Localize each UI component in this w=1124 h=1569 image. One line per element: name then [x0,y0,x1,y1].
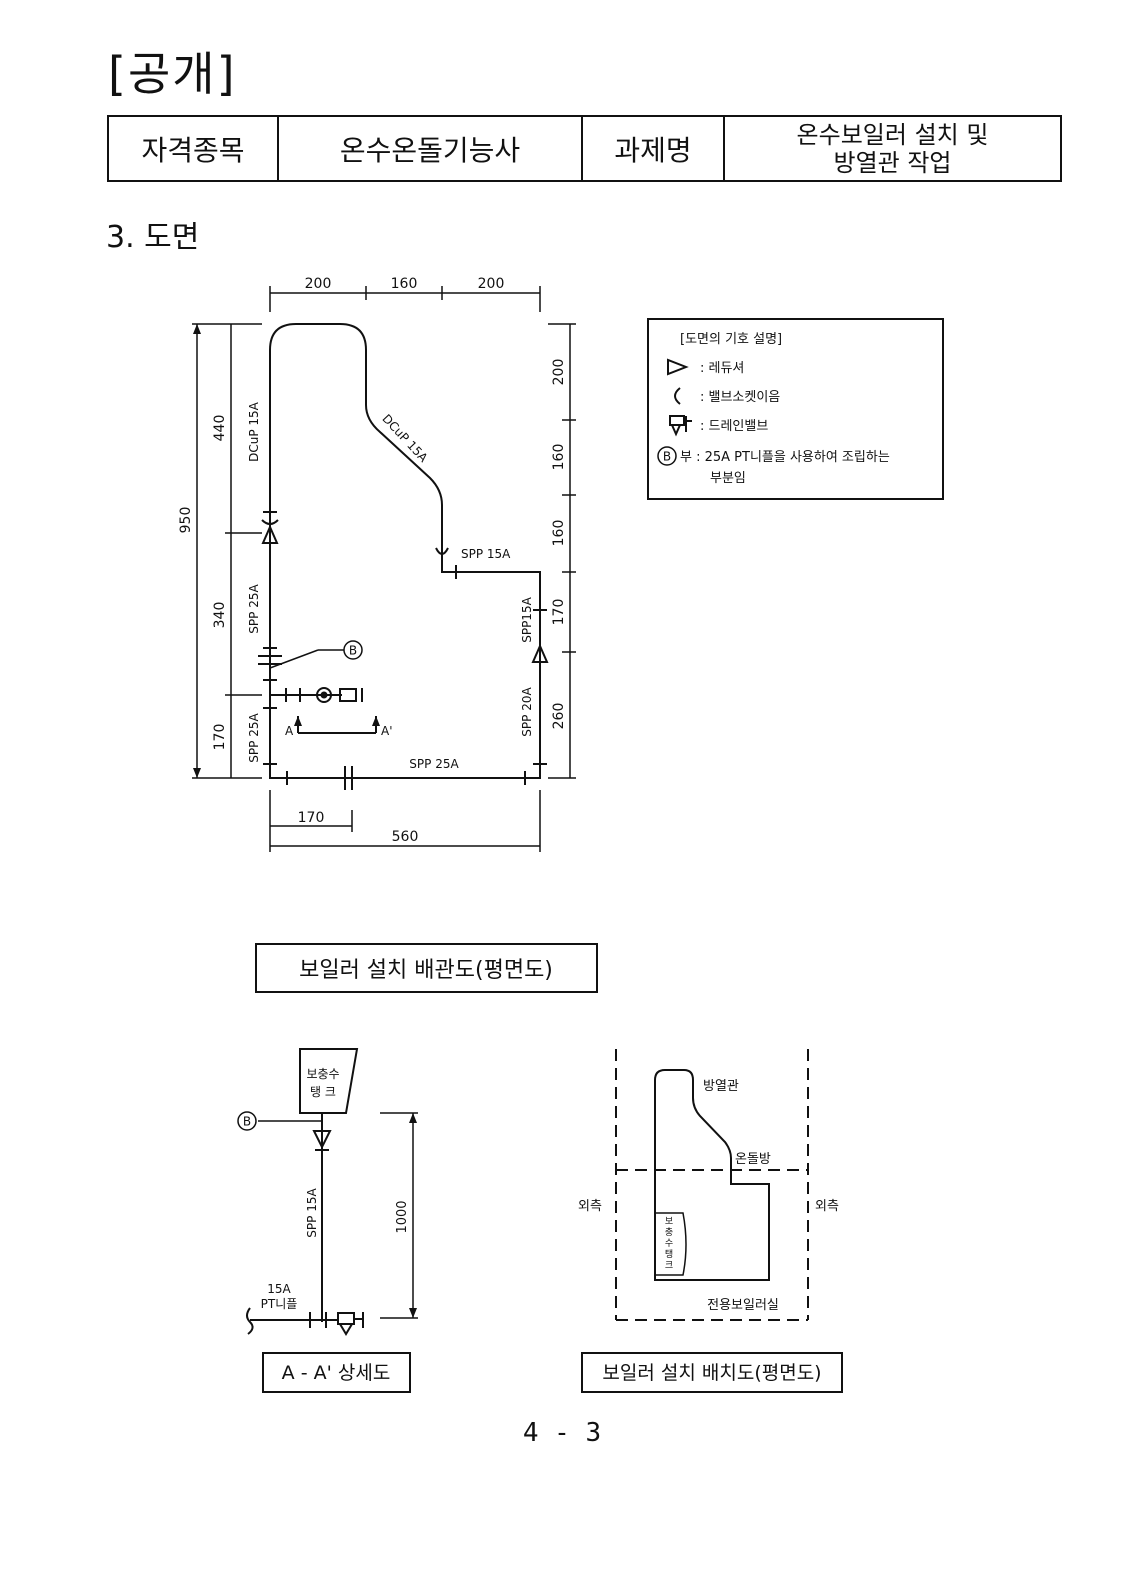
legend-item-1: : 레듀셔 [700,361,744,376]
section-label-a: A [285,724,294,738]
plan-caption-box [255,943,598,993]
qualification-label: 자격종목 [107,115,279,182]
section-title: 3. 도면 [106,220,200,255]
dim-right-2: 160 [551,444,567,471]
detail-b-label: B [243,1115,251,1129]
layout-caption-box [581,1352,843,1393]
task-line-2: 방열관 작업 [833,148,952,177]
drain-valve-icon [669,415,692,437]
plan-caption: 보일러 설치 배관도(평면도) [299,958,553,983]
task-line-1: 온수보일러 설치 및 [796,120,989,149]
legend-item-2: : 밸브소켓이음 [700,390,780,405]
drain-fitting-dot [320,691,328,699]
tank-label-2: 탱 크 [310,1085,336,1099]
valve-socket-icon [674,387,681,405]
reducer-icon [667,358,689,376]
legend-box [647,318,944,500]
label-spp25-bottom: SPP 25A [409,757,459,771]
dim-right-1: 200 [551,359,567,386]
detail-drawing [246,1048,418,1336]
piping-plan [192,286,576,852]
tank-shape [655,1212,687,1276]
dim-right-3: 160 [551,520,567,547]
nipple-label-2: PT니플 [261,1297,298,1311]
b-marker-label: B [349,644,357,658]
dim-top-2: 160 [391,276,418,292]
label-dcup-vertical: DCuP 15A [247,401,261,462]
label-spp15-top: SPP 15A [461,547,511,561]
dim-right-5: 260 [551,703,567,730]
layout-tank-char-3: 수 [665,1238,673,1249]
layout-tank-char-4: 탱 [665,1249,673,1260]
b-marker-circle [343,640,363,660]
detail-caption: A - A' 상세도 [282,1362,391,1384]
label-spp20-right: SPP 20A [520,687,534,737]
task-value: 온수보일러 설치 및 방열관 작업 [723,115,1062,182]
layout-boiler-room: 전용보일러실 [707,1298,779,1313]
detail-pipe-label: SPP 15A [305,1188,319,1238]
qualification-value: 온수온돌기능사 [277,115,583,182]
detail-caption-box [262,1352,411,1393]
detail-b-circle [237,1111,257,1131]
layout-tank-char-5: 크 [665,1261,673,1271]
layout-outside-right: 외측 [815,1199,839,1214]
label-spp15-right: SPP15A [520,596,534,642]
dim-top-1: 200 [305,276,332,292]
pipe-route [269,323,541,779]
dim-left-total: 950 [178,507,194,534]
dim-left-1: 440 [212,415,228,442]
legend-item-3: : 드레인밸브 [700,419,768,434]
legend-title: [도면의 기호 설명] [680,332,782,347]
layout-room-label: 온돌방 [735,1152,771,1167]
dim-bottom-1: 170 [298,810,325,826]
legend-item-4: 부 : 25A PT니플을 사용하여 조립하는 [680,450,890,465]
legend-b-label: B [663,450,671,464]
label-spp25-left-lower: SPP 25A [247,713,261,763]
tank-label-1: 보충수 [306,1067,339,1081]
radiator-pipe-outline [654,1069,770,1281]
layout-tank-char-2: 충 [665,1227,673,1238]
layout-pipe-label: 방열관 [703,1079,739,1094]
dim-left-2: 340 [212,602,228,629]
task-label: 과제명 [581,115,725,182]
drain-fitting-icon [316,687,332,703]
layout-outside-left: 외측 [578,1199,602,1214]
layout-caption: 보일러 설치 배치도(평면도) [602,1362,821,1384]
dim-left-3: 170 [212,724,228,751]
b-circle-icon [657,446,677,466]
layout-drawing [615,1049,809,1321]
page-number: 4 - 3 [522,1418,602,1448]
nipple-label-1: 15A [267,1282,291,1296]
detail-dim: 1000 [395,1200,410,1233]
page-heading: [공개] [108,47,237,101]
tank-outline [299,1048,359,1114]
section-label-a-prime: A' [381,724,393,738]
legend-item-4-line2: 부분임 [710,471,746,486]
dim-right-4: 170 [551,599,567,626]
label-spp25-left-upper: SPP 25A [247,584,261,634]
info-table: 자격종목 온수온돌기능사 과제명 온수보일러 설치 및 방열관 작업 [107,115,1062,182]
dim-top-3: 200 [478,276,505,292]
dim-bottom-2: 560 [392,829,419,845]
layout-tank-char-1: 보 [665,1216,673,1227]
